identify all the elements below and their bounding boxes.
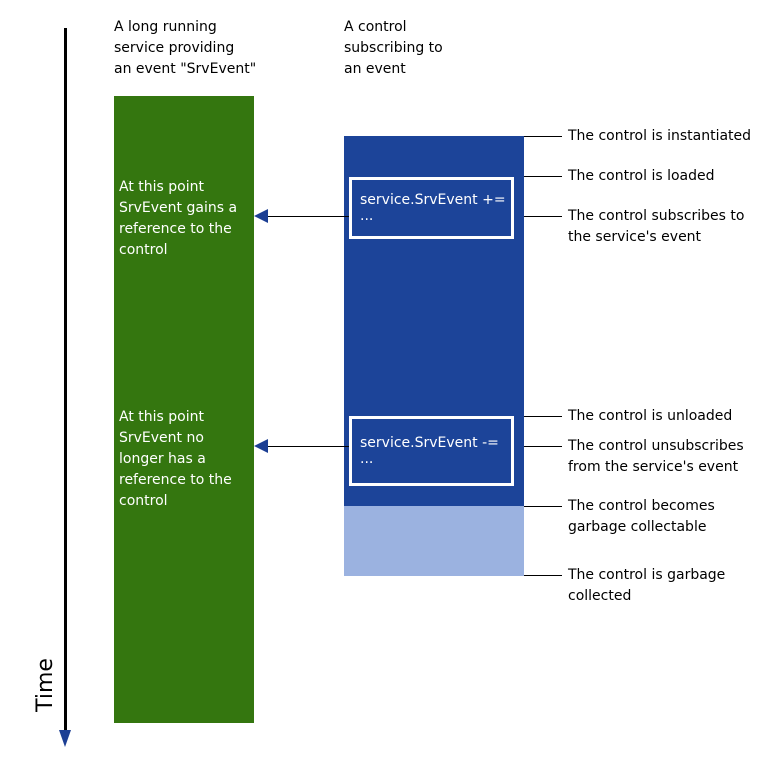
milestone-subscribes: The control subscribes to the service's … — [568, 208, 745, 245]
arrow-left-icon — [254, 209, 268, 223]
leader-line — [524, 446, 562, 447]
time-axis-label: Time — [33, 658, 58, 712]
subscribe-reference-arrow-line — [266, 216, 349, 217]
subscribe-code-text: service.SrvEvent += ... — [360, 192, 506, 224]
leader-line — [524, 575, 562, 576]
unsubscribe-code-box: service.SrvEvent -= ... — [349, 416, 514, 486]
control-column-header: A control subscribing to an event — [344, 19, 443, 77]
milestone-collected: The control is garbage collected — [568, 567, 726, 604]
arrow-left-icon — [254, 439, 268, 453]
service-column-header: A long running service providing an even… — [114, 19, 257, 77]
timeline-arrow-down-icon — [59, 730, 71, 747]
leader-line — [524, 176, 562, 177]
milestone-instantiated: The control is instantiated — [568, 128, 752, 144]
milestone-collectable: The control becomes garbage collectable — [568, 498, 715, 535]
milestone-loaded: The control is loaded — [568, 168, 715, 184]
service-note-loses-reference: At this point SrvEvent no longer has a r… — [119, 409, 232, 509]
leader-line — [524, 216, 562, 217]
control-collectable-bar — [344, 506, 524, 576]
subscribe-code-box: service.SrvEvent += ... — [349, 177, 514, 239]
leader-line — [524, 416, 562, 417]
timeline-axis — [64, 28, 67, 732]
control-lifetime-bar — [344, 136, 524, 506]
service-lifetime-bar — [114, 96, 254, 723]
leader-line — [524, 506, 562, 507]
unsubscribe-reference-arrow-line — [266, 446, 349, 447]
milestone-unloaded: The control is unloaded — [568, 408, 733, 424]
service-note-gains-reference: At this point SrvEvent gains a reference… — [119, 179, 238, 258]
leader-line — [524, 136, 562, 137]
milestone-unsubscribes: The control unsubscribes from the servic… — [568, 438, 744, 475]
unsubscribe-code-text: service.SrvEvent -= ... — [360, 435, 499, 467]
